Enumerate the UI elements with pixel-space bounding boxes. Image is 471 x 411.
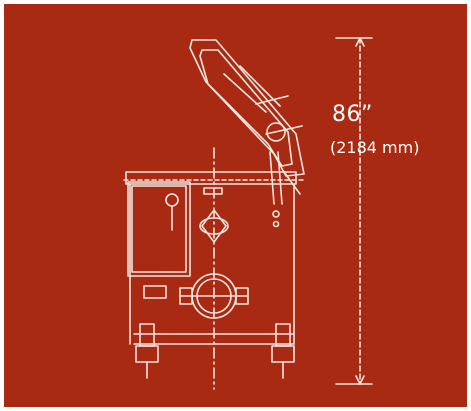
casters <box>135 323 295 379</box>
drawing-panel: 86” (2184 mm) <box>4 4 467 407</box>
machine-outline <box>123 37 373 390</box>
machine-line-drawing <box>4 4 467 407</box>
height-dimension-line <box>335 37 373 385</box>
height-imperial: 86” <box>332 102 373 127</box>
panel-background <box>4 4 467 407</box>
height-metric: (2184 mm) <box>330 138 420 157</box>
raised-lid <box>189 39 305 228</box>
